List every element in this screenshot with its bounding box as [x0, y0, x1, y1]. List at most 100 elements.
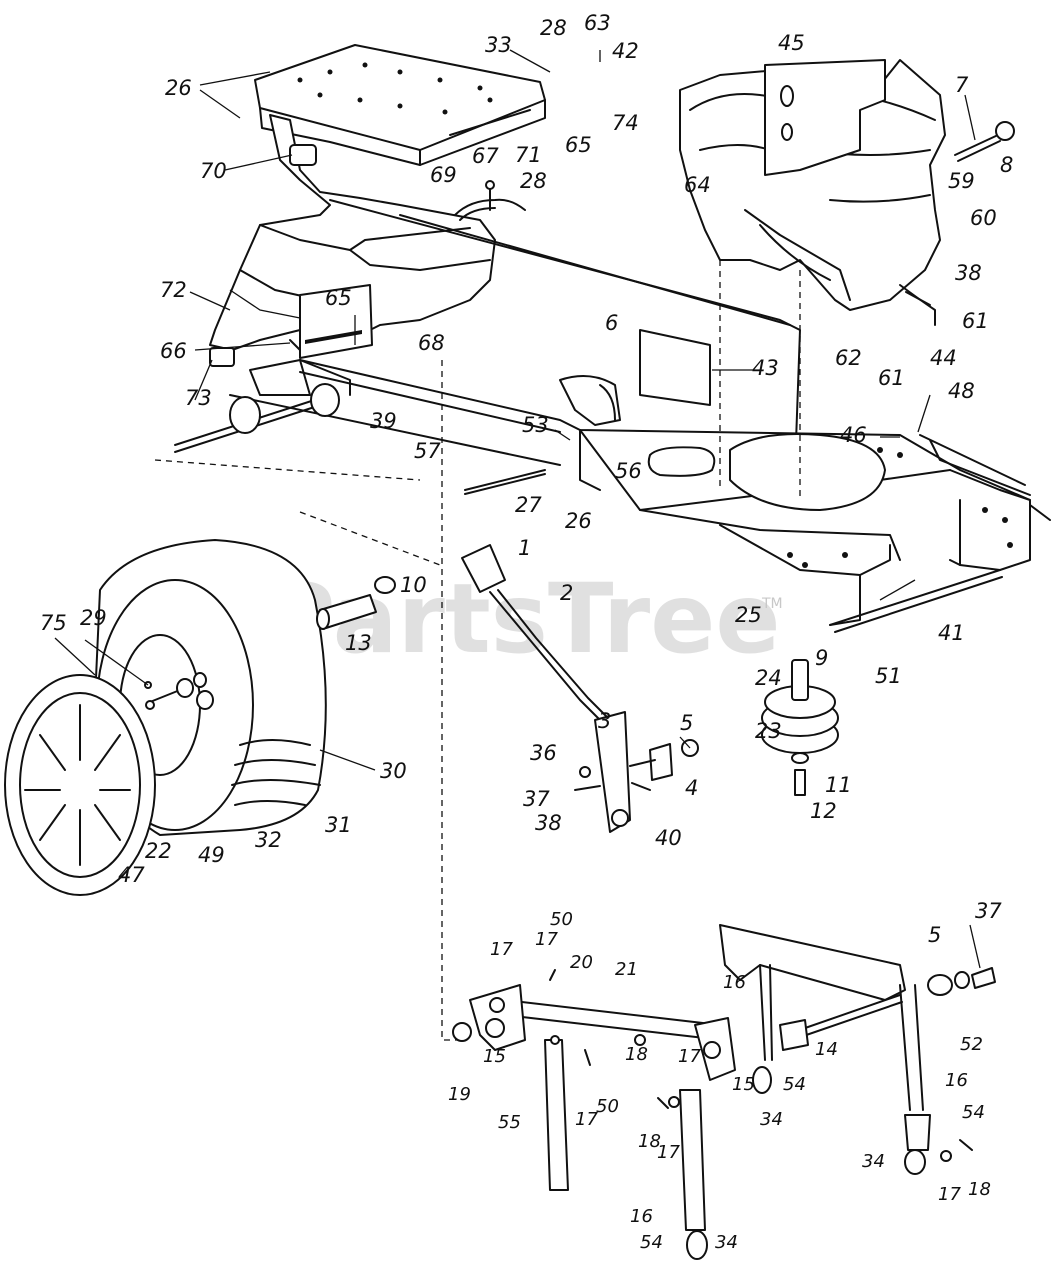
callout-14: 14 [815, 1039, 838, 1060]
rear-axle [174, 347, 340, 453]
callout-49: 49 [198, 843, 225, 867]
callout-62: 62 [835, 346, 862, 370]
callout-4: 4 [685, 776, 698, 800]
callout-54-c: 54 [640, 1232, 663, 1253]
callout-28-mid: 28 [520, 169, 547, 193]
callout-66: 66 [160, 339, 187, 363]
callout-29: 29 [80, 606, 107, 630]
callout-15-b: 15 [732, 1074, 755, 1095]
callout-12: 12 [810, 799, 837, 823]
hub-cap [4, 674, 156, 896]
callout-31: 31 [325, 813, 352, 837]
callout-9: 9 [815, 646, 828, 670]
callout-26-mid: 26 [565, 509, 592, 533]
callout-48: 48 [948, 379, 975, 403]
callout-30: 30 [380, 759, 407, 783]
callout-34-c: 34 [715, 1232, 738, 1253]
bracket-4 [649, 743, 673, 781]
wheel-spacer [316, 576, 396, 630]
callout-52: 52 [960, 1034, 983, 1055]
callout-72: 72 [160, 278, 187, 302]
seat-plate [254, 44, 546, 166]
callout-41: 41 [938, 621, 965, 645]
callout-54-a: 54 [783, 1074, 806, 1095]
callout-40: 40 [655, 826, 682, 850]
callout-56: 56 [615, 459, 642, 483]
callout-55: 55 [498, 1112, 521, 1133]
callout-10: 10 [400, 573, 427, 597]
callout-5-upper: 5 [680, 711, 693, 735]
callout-74: 74 [612, 111, 639, 135]
callout-45: 45 [778, 31, 805, 55]
lower-linkage [452, 924, 996, 1260]
callout-44: 44 [930, 346, 957, 370]
callout-73: 73 [185, 386, 212, 410]
callout-32: 32 [255, 828, 282, 852]
callout-33: 33 [485, 33, 512, 57]
callout-17-a: 17 [535, 929, 558, 950]
engine [679, 59, 946, 326]
callout-18-b: 18 [638, 1131, 661, 1152]
callout-64: 64 [684, 173, 711, 197]
callout-50-b: 50 [596, 1096, 619, 1117]
callout-38-right: 38 [955, 261, 982, 285]
callout-61-right: 61 [962, 309, 989, 333]
callout-60: 60 [970, 206, 997, 230]
callout-37-mid: 37 [523, 787, 550, 811]
callout-17-b: 17 [490, 939, 513, 960]
callout-75: 75 [40, 611, 67, 635]
callout-26-top: 26 [165, 76, 192, 100]
callout-54-b: 54 [962, 1102, 985, 1123]
callout-69: 69 [430, 163, 457, 187]
wheel-fasteners [144, 672, 207, 710]
callout-50-top: 50 [550, 909, 573, 930]
seat-spring [289, 144, 317, 166]
callout-67: 67 [472, 144, 499, 168]
callout-47: 47 [118, 863, 145, 887]
callout-16-b: 16 [945, 1070, 968, 1091]
callout-8: 8 [1000, 153, 1013, 177]
shift-lever [461, 544, 699, 833]
callout-6: 6 [605, 311, 618, 335]
guide-line-linkage [441, 360, 462, 1041]
callout-15-a: 15 [483, 1046, 506, 1067]
callout-63: 63 [584, 11, 611, 35]
callout-68: 68 [418, 331, 445, 355]
callout-27: 27 [515, 493, 542, 517]
callout-7: 7 [955, 73, 969, 97]
callout-19: 19 [448, 1084, 471, 1105]
callout-70: 70 [200, 159, 227, 183]
guide-line-wheel [154, 459, 441, 566]
callout-43: 43 [752, 356, 779, 380]
callout-17-e: 17 [657, 1142, 680, 1163]
frame [229, 199, 1051, 626]
bushing-19 [452, 1022, 472, 1042]
callout-34-a: 34 [760, 1109, 783, 1130]
callout-42: 42 [612, 39, 639, 63]
callout-17-f: 17 [938, 1184, 961, 1205]
axle-rod [464, 469, 546, 495]
callout-57: 57 [414, 439, 441, 463]
shift-quadrant [559, 375, 621, 426]
spacer-73 [209, 347, 235, 367]
callout-13: 13 [345, 631, 372, 655]
callout-71: 71 [515, 143, 542, 167]
callout-18-c: 18 [968, 1179, 991, 1200]
callout-59: 59 [948, 169, 975, 193]
callout-23: 23 [755, 719, 782, 743]
callout-34-b: 34 [862, 1151, 885, 1172]
callout-20: 20 [570, 952, 593, 973]
callout-1: 1 [518, 536, 531, 560]
callout-labels: 33 28 63 42 45 7 8 26 65 74 71 70 67 69 … [40, 11, 1013, 1253]
callout-22: 22 [145, 839, 172, 863]
callout-61-mid: 61 [878, 366, 905, 390]
rod-41 [829, 569, 1003, 633]
throttle-cable [454, 180, 526, 221]
watermark-trademark: TM [761, 596, 783, 612]
pulley [761, 659, 839, 796]
callout-39: 39 [370, 409, 397, 433]
callout-5-lower: 5 [928, 923, 941, 947]
callout-3: 3 [598, 709, 611, 733]
callout-53: 53 [522, 413, 549, 437]
